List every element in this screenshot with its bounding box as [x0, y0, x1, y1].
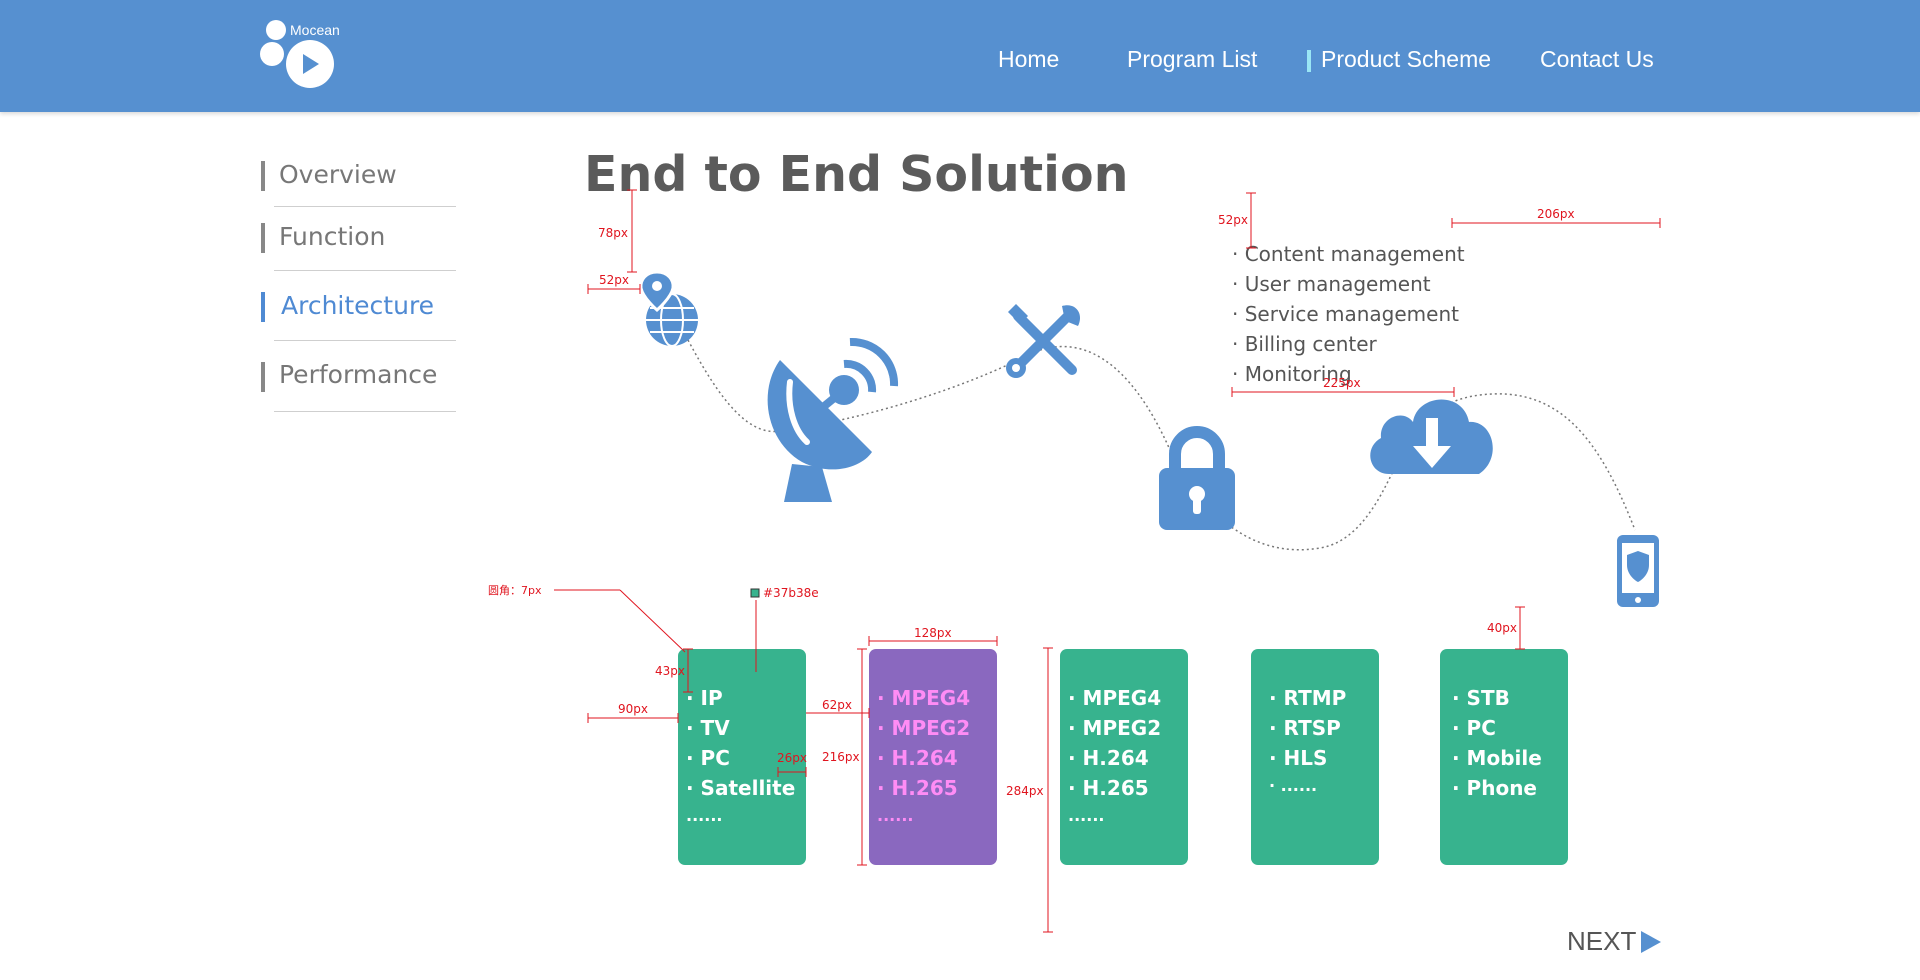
- sidebar-marker-function: [261, 223, 265, 253]
- measure-label-radius: 圆角：7px: [488, 584, 542, 597]
- measure-label: 90px: [618, 702, 648, 716]
- satellite-dish-icon: [767, 337, 899, 502]
- box-item: · RTSP: [1269, 716, 1341, 740]
- location-globe-icon: [639, 270, 698, 347]
- box-item: · PC: [1452, 716, 1496, 740]
- measure-label: 52px: [1218, 213, 1248, 227]
- box-item: · MPEG2: [1068, 716, 1162, 740]
- box-item: · IP: [686, 686, 723, 710]
- box-item: · H.264: [1068, 746, 1149, 770]
- next-button[interactable]: NEXT: [1567, 926, 1636, 957]
- box-item: · Phone: [1452, 776, 1537, 800]
- nav-home[interactable]: Home: [998, 46, 1060, 72]
- sidebar-marker-performance: [261, 362, 265, 392]
- box-encoding: · MPEG4 · MPEG2 · H.264 · H.265 ......: [869, 649, 997, 865]
- measure-label: 128px: [914, 626, 952, 640]
- box-item: · RTMP: [1269, 686, 1347, 710]
- box-item: · H.264: [877, 746, 958, 770]
- feature-item: · Billing center: [1232, 332, 1377, 356]
- measure-label: 26px: [777, 751, 807, 765]
- measure-label: 225px: [1323, 376, 1361, 390]
- play-arrow-icon[interactable]: [1641, 931, 1661, 953]
- nav-program-list[interactable]: Program List: [1127, 46, 1258, 72]
- box-item: · TV: [686, 716, 730, 740]
- nav-active-indicator: [1307, 50, 1311, 72]
- feature-item: · Content management: [1232, 242, 1465, 266]
- nav-contact-us[interactable]: Contact Us: [1540, 46, 1654, 72]
- phone-shield-icon: [1617, 535, 1659, 607]
- sidebar-marker-architecture: [261, 292, 265, 322]
- box-item: · MPEG2: [877, 716, 971, 740]
- box-item: · MPEG4: [877, 686, 971, 710]
- measure-label: 52px: [599, 273, 629, 287]
- sidebar-divider: [274, 411, 456, 412]
- box-item: · Satellite: [686, 776, 796, 800]
- cloud-download-icon: [1370, 399, 1493, 474]
- feature-item: · User management: [1232, 272, 1431, 296]
- measure-label: 62px: [822, 698, 852, 712]
- box-item: · PC: [686, 746, 730, 770]
- feature-item: · Monitoring: [1232, 362, 1352, 386]
- sidebar-item-architecture[interactable]: Architecture: [281, 291, 435, 320]
- page-title: End to End Solution: [584, 146, 1129, 203]
- measure-label-color: #37b38e: [763, 586, 819, 600]
- lock-icon: [1159, 426, 1235, 530]
- top-header: Mocean Home Program List Product Scheme …: [0, 0, 1920, 112]
- measure-label: 284px: [1006, 784, 1044, 798]
- box-item: · H.265: [877, 776, 958, 800]
- sidebar-divider: [274, 206, 456, 207]
- box-item: · H.265: [1068, 776, 1149, 800]
- measure-label: 206px: [1537, 207, 1575, 221]
- box-item: ......: [686, 806, 723, 825]
- nav-product-scheme[interactable]: Product Scheme: [1321, 46, 1492, 72]
- box-item: · Mobile: [1452, 746, 1542, 770]
- box-input-sources: · IP · TV · PC · Satellite ......: [678, 649, 806, 865]
- sidebar-item-overview[interactable]: Overview: [279, 160, 397, 189]
- box-transcoding: · MPEG4 · MPEG2 · H.264 · H.265 ......: [1060, 649, 1188, 865]
- box-item: ......: [877, 806, 914, 825]
- sidebar-item-function[interactable]: Function: [279, 222, 386, 251]
- sidebar-divider: [274, 340, 456, 341]
- tools-icon: [1006, 304, 1081, 378]
- mocean-logo-icon[interactable]: [258, 16, 348, 92]
- sidebar-item-performance[interactable]: Performance: [279, 360, 438, 389]
- box-item: · MPEG4: [1068, 686, 1162, 710]
- box-item: · HLS: [1269, 746, 1328, 770]
- box-item: ......: [1068, 806, 1105, 825]
- feature-item: · Service management: [1232, 302, 1459, 326]
- measure-label: 78px: [598, 226, 628, 240]
- box-terminals: · STB · PC · Mobile · Phone: [1440, 649, 1568, 865]
- next-label: NEXT: [1567, 926, 1637, 956]
- box-item: · STB: [1452, 686, 1510, 710]
- measure-label: 216px: [822, 750, 860, 764]
- brand-name: Mocean: [290, 22, 340, 38]
- sidebar-marker-overview: [261, 161, 265, 191]
- box-item: · ......: [1269, 776, 1318, 795]
- measure-label: 43px: [655, 664, 685, 678]
- box-streaming-protocols: · RTMP · RTSP · HLS · ......: [1251, 649, 1379, 865]
- measure-label: 40px: [1487, 621, 1517, 635]
- sidebar-divider: [274, 270, 456, 271]
